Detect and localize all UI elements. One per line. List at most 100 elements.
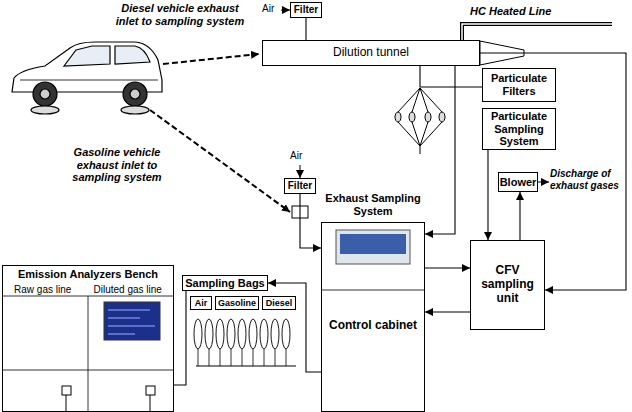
discharge-arrow	[538, 182, 549, 183]
filter-holder	[425, 112, 431, 122]
monitor-lines	[108, 310, 155, 334]
sampling-bag	[260, 319, 268, 349]
bench-heading: Emission Analyzers Bench	[3, 266, 173, 281]
process-box: Blower	[498, 172, 538, 192]
gas-port	[146, 386, 155, 395]
bag-hose	[242, 349, 243, 366]
cabinet-label: Control cabinet	[326, 319, 420, 333]
air-arrow	[300, 165, 301, 178]
annotation: Discharge of exhaust gases	[550, 168, 620, 191]
sampling-bag	[271, 319, 279, 349]
bag-hose	[198, 349, 199, 366]
process-box: Dilution tunnel	[262, 40, 480, 66]
cabinet-unit: Exhaust Sampling SystemControl cabinet	[321, 190, 425, 412]
bag-hose	[286, 349, 287, 366]
connector	[300, 194, 321, 248]
sampling-bag	[238, 319, 246, 349]
node-label: Particulate Sampling System	[485, 110, 553, 148]
bench-subheading: Diluted gas line	[94, 284, 162, 296]
process-box: Diesel	[262, 296, 296, 310]
bag-manifold	[196, 366, 296, 367]
heated-line	[462, 24, 612, 40]
connector	[519, 192, 520, 240]
process-box: Particulate Sampling System	[482, 108, 556, 150]
filter-holder	[409, 112, 415, 122]
car-hub	[40, 89, 50, 99]
cabinet-panel-line	[321, 290, 425, 291]
sampling-bag	[194, 319, 202, 349]
sampling-bag	[216, 319, 224, 349]
node-label: Particulate Filters	[485, 72, 553, 97]
bag-hose	[253, 349, 254, 366]
filter-outlet	[420, 146, 421, 154]
node-label: Gasoline	[218, 298, 256, 308]
car-hub	[130, 89, 140, 99]
sampling-bags-illustration	[194, 319, 290, 366]
bench-subheading: Raw gas line	[14, 284, 71, 296]
gas-pipe	[150, 395, 151, 412]
process-box: CFV sampling unit	[470, 240, 545, 330]
process-box: Air	[190, 296, 212, 310]
sampling-bag	[249, 319, 257, 349]
node-label: Filter	[294, 4, 318, 16]
bag-hose	[209, 349, 210, 366]
cabinet-heading: Exhaust Sampling System	[321, 190, 425, 217]
filter-holder	[395, 112, 401, 122]
connector	[425, 267, 470, 268]
node-label: Diesel	[266, 298, 293, 308]
annotation: Diesel vehicle exhaust inlet to sampling…	[110, 2, 250, 27]
bag-hose	[220, 349, 221, 366]
gas-pipe	[66, 395, 67, 412]
node-label: CFV sampling unit	[473, 264, 542, 305]
sampling-bag	[227, 319, 235, 349]
connector	[305, 18, 306, 40]
bag-hose	[231, 349, 232, 366]
connector	[487, 150, 488, 240]
particulate-filter-assembly	[395, 88, 445, 154]
process-box: Filter	[290, 2, 322, 18]
bench-divider	[88, 296, 89, 412]
bag-hose	[275, 349, 276, 366]
annotation: Gasoline vehicle exhaust inlet to sampli…	[55, 146, 179, 184]
filter-branch	[398, 88, 442, 112]
analyzer-monitor	[104, 302, 160, 340]
process-box: Sampling Bags	[182, 275, 268, 291]
car-trim	[20, 80, 158, 81]
connector	[174, 291, 186, 385]
process-box: Filter	[284, 178, 316, 194]
node-label: Air	[195, 298, 208, 308]
gas-port	[62, 386, 71, 395]
gasoline-inlet-arrow	[150, 110, 290, 212]
car-wheel	[123, 82, 147, 106]
car-wheel	[33, 82, 57, 106]
sampling-bag	[282, 319, 290, 349]
node-label: Dilution tunnel	[333, 46, 409, 60]
process-box: Gasoline	[215, 296, 259, 310]
bench-subheadings: Raw gas line Diluted gas line	[3, 284, 173, 296]
annotation: Air	[262, 3, 284, 15]
bag-hose	[264, 349, 265, 366]
connector	[480, 53, 626, 290]
connector	[420, 66, 482, 87]
cabinet-body: Control cabinet	[321, 222, 425, 412]
car-window	[115, 46, 150, 64]
annotation: Air	[290, 150, 312, 162]
dyno-roller	[31, 106, 59, 114]
bench-panel-line	[2, 370, 174, 371]
heated-line-core	[462, 24, 612, 40]
filter-branch	[398, 122, 442, 146]
air-arrow	[281, 10, 290, 11]
connector	[425, 311, 470, 312]
dyno-roller	[121, 106, 149, 114]
sampling-bag	[205, 319, 213, 349]
connector	[425, 66, 455, 234]
node-label: Filter	[288, 180, 312, 192]
filter-holder	[439, 112, 445, 122]
node-label: Blower	[500, 176, 537, 189]
node-label: Sampling Bags	[185, 277, 264, 290]
process-box: Particulate Filters	[482, 68, 556, 102]
cabinet-display	[340, 234, 406, 254]
